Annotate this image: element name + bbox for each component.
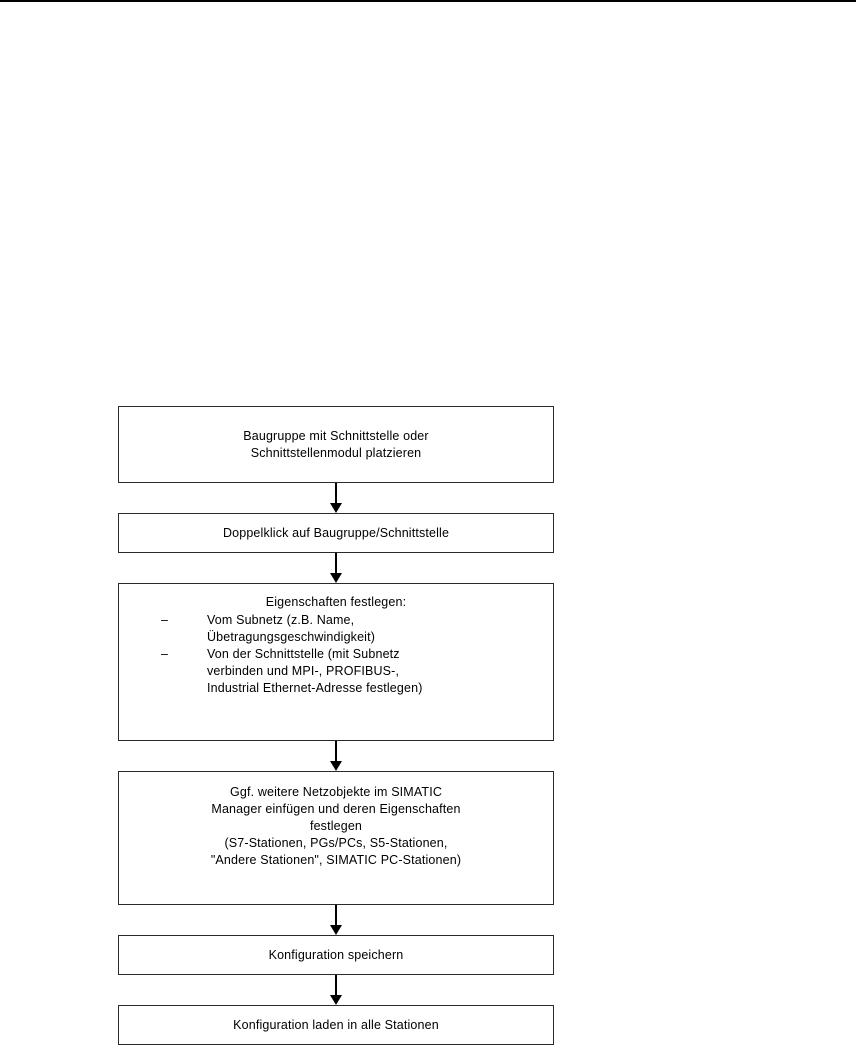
bullet-text-line: Übetragungsgeschwindigkeit) (207, 630, 376, 644)
node-text-line: (S7-Stationen, PGs/PCs, S5-Stationen, (224, 836, 448, 850)
flowchart-node-double-click: Doppelklick auf Baugruppe/Schnittstelle (118, 513, 554, 553)
connector-stem (335, 483, 337, 505)
node-text-line: Konfiguration laden in alle Stationen (233, 1017, 439, 1032)
flowchart-connector (118, 975, 554, 1005)
bullet-dash-icon: – (161, 647, 169, 661)
node-text-line: Konfiguration speichern (268, 947, 404, 962)
bullet-item-continuation: verbinden und MPI-, PROFIBUS-, (127, 663, 545, 680)
flowchart-connector (118, 741, 554, 771)
bullet-dash-icon: – (161, 613, 169, 627)
connector-stem (335, 975, 337, 997)
down-arrow-icon (330, 761, 342, 771)
bullet-text-line: Vom Subnetz (z.B. Name, (207, 613, 355, 627)
flowchart-node-save-configuration: Konfiguration speichern (118, 935, 554, 975)
bullet-text-line: Industrial Ethernet-Adresse festlegen) (207, 681, 423, 695)
node-text-line: Ggf. weitere Netzobjekte im SIMATIC (229, 785, 443, 799)
flowchart-node-add-network-objects: Ggf. weitere Netzobjekte im SIMATIC Mana… (118, 771, 554, 905)
connector-stem (335, 741, 337, 763)
node-text-line: festlegen (309, 819, 363, 833)
page-top-rule (0, 0, 856, 2)
node-text-line: Baugruppe mit Schnittstelle oder (243, 428, 429, 443)
flowchart-node-place-module: Baugruppe mit Schnittstelle oder Schnitt… (118, 406, 554, 483)
down-arrow-icon (330, 995, 342, 1005)
flowchart-diagram: Baugruppe mit Schnittstelle oder Schnitt… (118, 406, 554, 1045)
bullet-text-line: verbinden und MPI-, PROFIBUS-, (207, 664, 400, 678)
connector-stem (335, 553, 337, 575)
flowchart-node-download-configuration: Konfiguration laden in alle Stationen (118, 1005, 554, 1045)
bullet-item-continuation: Übetragungsgeschwindigkeit) (127, 629, 545, 646)
flowchart-connector (118, 553, 554, 583)
connector-stem (335, 905, 337, 927)
flowchart-connector (118, 905, 554, 935)
node-heading: Eigenschaften festlegen: (265, 595, 407, 609)
node-bullet-list: – Vom Subnetz (z.B. Name, Übetragungsges… (127, 612, 545, 697)
node-text-line: Manager einfügen und deren Eigenschaften (211, 802, 461, 816)
bullet-item: – Vom Subnetz (z.B. Name, (127, 612, 545, 629)
bullet-item: – Von der Schnittstelle (mit Subnetz (127, 646, 545, 663)
bullet-text-line: Von der Schnittstelle (mit Subnetz (207, 647, 400, 661)
down-arrow-icon (330, 573, 342, 583)
flowchart-node-set-properties: Eigenschaften festlegen: – Vom Subnetz (… (118, 583, 554, 741)
bullet-item-continuation: Industrial Ethernet-Adresse festlegen) (127, 680, 545, 697)
node-text-line: Schnittstellenmodul platzieren (250, 445, 422, 460)
node-text-line: "Andere Stationen", SIMATIC PC-Stationen… (210, 853, 462, 867)
down-arrow-icon (330, 503, 342, 513)
node-text-line: Doppelklick auf Baugruppe/Schnittstelle (222, 525, 450, 540)
down-arrow-icon (330, 925, 342, 935)
flowchart-connector (118, 483, 554, 513)
